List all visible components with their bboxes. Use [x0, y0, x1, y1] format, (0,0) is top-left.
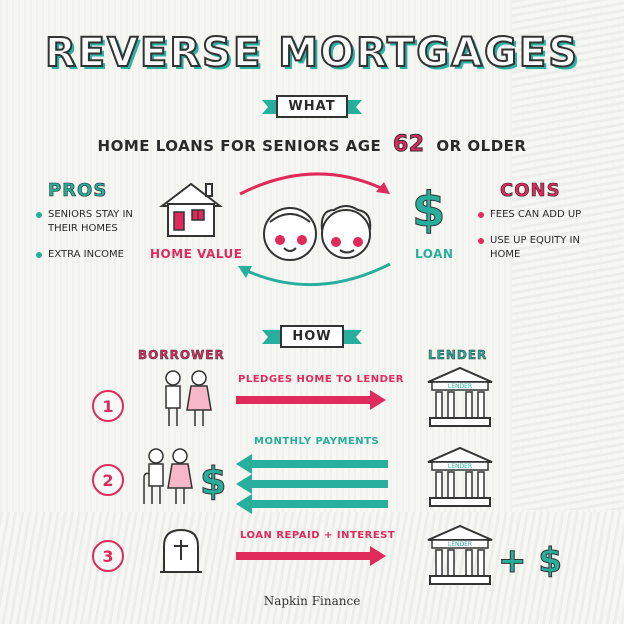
plus-dollar-icon: + $ [498, 541, 563, 582]
infographic-title: REVERSE MORTGAGES [44, 29, 580, 77]
house-icon [159, 182, 223, 237]
loan-label: LOAN [415, 247, 454, 261]
age-number: 62 [393, 132, 425, 158]
napkin-emboss-right [512, 0, 624, 510]
pros-heading: PROS [48, 180, 108, 202]
cons-item: USE UP EQUITY IN HOME [478, 234, 598, 262]
svg-text:$: $ [412, 182, 445, 238]
pros-item: SENIORS STAY IN THEIR HOMES [36, 208, 156, 236]
step-2-text: MONTHLY PAYMENTS [254, 436, 380, 447]
svg-text:$: $ [200, 459, 226, 503]
plus-dollar-text: + $ [498, 541, 562, 581]
cons-list: FEES CAN ADD UP USE UP EQUITY IN HOME [478, 208, 598, 274]
definition-suffix: OR OLDER [436, 137, 527, 155]
bank-label: LENDER [448, 463, 472, 470]
step-3-text: LOAN REPAID + INTEREST [240, 530, 396, 541]
bank-label: LENDER [448, 383, 472, 390]
pros-item: EXTRA INCOME [36, 248, 156, 262]
cons-heading: CONS [500, 180, 561, 202]
cons-item: FEES CAN ADD UP [478, 208, 598, 222]
lender-heading: LENDER [428, 348, 488, 363]
seniors-standing-icon [165, 370, 212, 426]
home-value-label: HOME VALUE [150, 247, 243, 261]
how-ribbon-label: HOW [280, 324, 344, 348]
bank-icon: LENDER [427, 446, 493, 507]
tombstone-icon [160, 528, 202, 573]
arrow-left-icon [236, 474, 388, 494]
bank-icon: LENDER [427, 366, 493, 427]
definition-prefix: HOME LOANS FOR SENIORS AGE [97, 137, 382, 155]
borrower-heading: BORROWER [138, 348, 225, 363]
arrow-right-curved-icon [239, 172, 390, 196]
step-3-circle: 3 [92, 540, 124, 572]
brand-footer: Napkin Finance [263, 594, 361, 608]
arrow-right-icon [236, 390, 386, 410]
what-ribbon-label: WHAT [276, 94, 348, 118]
seniors-couple-icon [263, 205, 372, 261]
arrow-left-curved-icon [238, 262, 391, 287]
bank-label: LENDER [448, 541, 472, 548]
arrow-left-icon [236, 454, 388, 474]
bank-icon: LENDER [427, 524, 493, 585]
dollar-sign-icon: $ [200, 459, 227, 504]
step-1-circle: 1 [92, 390, 124, 422]
what-ribbon: WHAT [262, 92, 362, 120]
definition-text: HOME LOANS FOR SENIORS AGE 62 OR OLDER [0, 132, 624, 158]
how-ribbon: HOW [262, 322, 362, 350]
seniors-cane-icon [143, 448, 193, 504]
step-2-circle: 2 [92, 464, 124, 496]
arrow-right-icon [236, 546, 386, 566]
dollar-sign-icon: $ [412, 182, 446, 239]
pros-list: SENIORS STAY IN THEIR HOMES EXTRA INCOME [36, 208, 156, 274]
arrow-left-icon [236, 494, 388, 514]
step-1-text: PLEDGES HOME TO LENDER [238, 374, 404, 385]
